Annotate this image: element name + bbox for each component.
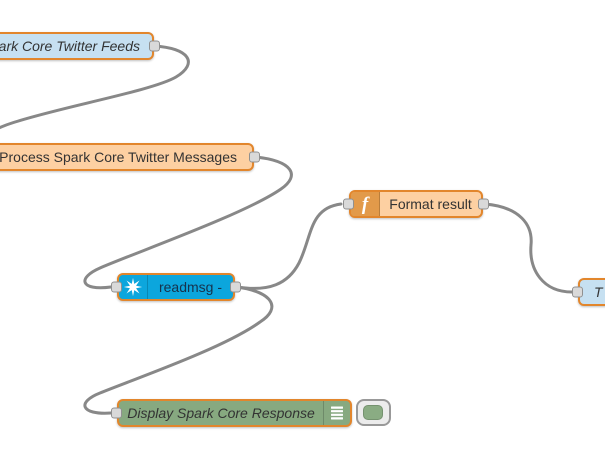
input-port[interactable] bbox=[572, 286, 583, 298]
function-f-icon: f bbox=[351, 192, 380, 216]
debug-toggle-indicator bbox=[363, 405, 383, 420]
wire-process-to-readmsg[interactable] bbox=[83, 155, 293, 290]
node-label: ark Core Twitter Feeds bbox=[0, 38, 140, 54]
node-spark-core-twitter-feeds[interactable]: ark Core Twitter Feeds bbox=[0, 32, 160, 60]
node-format-result[interactable]: f Format result bbox=[343, 190, 489, 218]
node-label: T bbox=[594, 284, 603, 300]
node-label: Format result bbox=[389, 196, 472, 212]
node-label: readmsg - bbox=[158, 279, 223, 295]
node-readmsg[interactable]: readmsg - bbox=[111, 273, 241, 301]
debug-console-icon bbox=[323, 401, 350, 425]
input-port[interactable] bbox=[111, 281, 122, 293]
wire-format-to-right-node[interactable] bbox=[483, 202, 574, 294]
wire-readmsg-to-debug[interactable] bbox=[83, 285, 274, 415]
wire-feeds-to-process[interactable] bbox=[0, 44, 190, 157]
output-port[interactable] bbox=[230, 281, 241, 293]
node-process-spark-core-twitter-messages[interactable]: Process Spark Core Twitter Messages bbox=[0, 143, 260, 171]
spark-star-icon bbox=[119, 275, 148, 299]
node-right-edge[interactable]: T bbox=[572, 278, 605, 306]
node-display-spark-core-response[interactable]: Display Spark Core Response bbox=[111, 399, 352, 427]
node-label: Process Spark Core Twitter Messages bbox=[0, 149, 237, 165]
debug-toggle-button[interactable] bbox=[356, 399, 391, 426]
output-port[interactable] bbox=[478, 198, 489, 210]
node-label: Display Spark Core Response bbox=[127, 405, 315, 421]
wire-readmsg-to-format[interactable] bbox=[235, 202, 343, 290]
output-port[interactable] bbox=[149, 40, 160, 52]
output-port[interactable] bbox=[249, 151, 260, 163]
input-port[interactable] bbox=[343, 198, 354, 210]
input-port[interactable] bbox=[111, 407, 122, 419]
